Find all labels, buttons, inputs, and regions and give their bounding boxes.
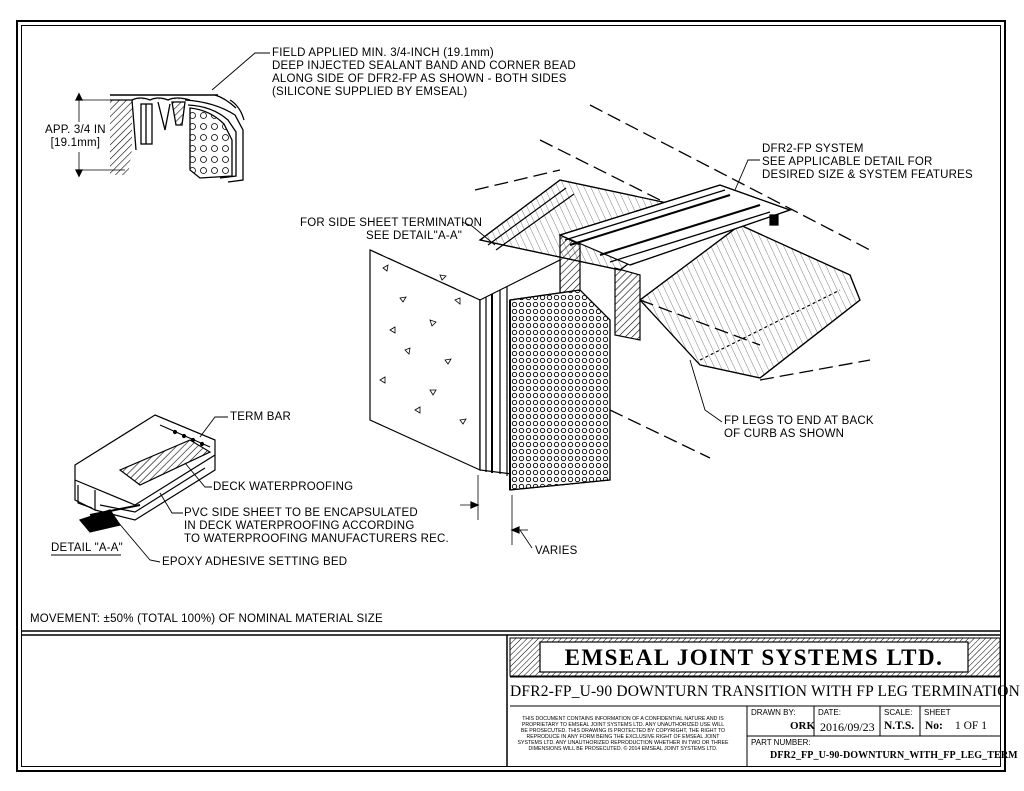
side-sheet-line: SEE DETAIL"A-A" [366,230,462,242]
depth-line: [19.1mm] [50,137,101,149]
system-note-line: DESIRED SIZE & SYSTEM FEATURES [762,169,973,181]
disclaimer-line: REPRODUCE IN ANY FORM BEING THE EXCLUSIV… [526,734,720,740]
part-number-value: DFR2_FP_U-90-DOWNTURN_WITH_FP_LEG_TERM [770,750,1018,761]
fp-legs-line: OF CURB AS SHOWN [724,428,845,440]
scale-value: N.T.S. [884,720,915,732]
scale-label: SCALE: [884,708,913,717]
sealant-section-detail [74,52,270,183]
title-block-frame [21,630,1001,767]
drawn-by-value: ORK [790,720,816,732]
varies-label: VARIES [535,545,578,557]
disclaimer-line: SYSTEMS LTD. ANY UNAUTHORIZED REPRODUCTI… [517,740,729,746]
side-sheet-line: FOR SIDE SHEET TERMINATION [300,217,483,229]
system-note-line: DFR2-FP SYSTEM [762,143,864,155]
movement-note: MOVEMENT: ±50% (TOTAL 100%) OF NOMINAL M… [30,613,383,625]
drawing-border-inner [21,25,1001,767]
sheet-no-label: No: [925,720,943,732]
disclaimer-line: BE PROSECUTED. THIS DRAWING IS PROTECTED… [520,728,726,734]
sealant-note: FIELD APPLIED MIN. 3/4-INCH (19.1mm)DEEP… [272,47,576,99]
disclaimer-line: PROPRIETARY TO EMSEAL JOINT SYSTEMS LTD.… [521,722,725,728]
depth-line: APP. 3/4 IN [45,124,106,136]
sealant-note-line: ALONG SIDE OF DFR2-FP AS SHOWN - BOTH SI… [272,73,567,85]
drawing-title: DFR2-FP_U-90 DOWNTURN TRANSITION WITH FP… [510,683,1021,700]
company-name: EMSEAL JOINT SYSTEMS LTD. [564,645,944,670]
system-note-line: SEE APPLICABLE DETAIL FOR [762,156,933,168]
sealant-note-line: DEEP INJECTED SEALANT BAND AND CORNER BE… [272,60,576,72]
epoxy-label: EPOXY ADHESIVE SETTING BED [162,556,348,568]
date-label: DATE: [818,708,841,717]
sealant-note-line: (SILICONE SUPPLIED BY EMSEAL) [272,86,468,98]
sheet-value: 1 OF 1 [955,720,987,732]
fp-legs-line: FP LEGS TO END AT BACK [724,415,874,427]
pvc-note-line: PVC SIDE SHEET TO BE ENCAPSULATED [184,507,418,519]
drawn-by-label: DRAWN BY: [751,708,796,717]
date-value: 2016/09/23 [820,720,875,734]
drawing-border-outer [16,20,1006,772]
isometric-main-view [369,104,871,549]
depth-dimension-note: APP. 3/4 IN[19.1mm] [45,124,106,150]
deck-waterproofing-label: DECK WATERPROOFING [213,481,354,493]
sheet-label: SHEET [924,708,951,717]
pvc-note-line: IN DECK WATERPROOFING ACCORDING [184,520,415,532]
pvc-note-line: TO WATERPROOFING MANUFACTURERS REC. [184,533,449,545]
term-bar-label: TERM BAR [230,411,292,423]
sealant-note-line: FIELD APPLIED MIN. 3/4-INCH (19.1mm) [272,47,494,59]
detail-a-a-drawing [51,414,228,563]
confidentiality-disclaimer: THIS DOCUMENT CONTAINS INFORMATION OF A … [515,716,731,752]
disclaimer-line: DIMENSIONS WILL BE PROSECUTED. © 2014 EM… [528,746,718,752]
detail-a-a-label: DETAIL "A-A" [51,542,123,554]
part-number-label: PART NUMBER: [751,738,811,747]
disclaimer-line: THIS DOCUMENT CONTAINS INFORMATION OF A … [522,716,724,722]
